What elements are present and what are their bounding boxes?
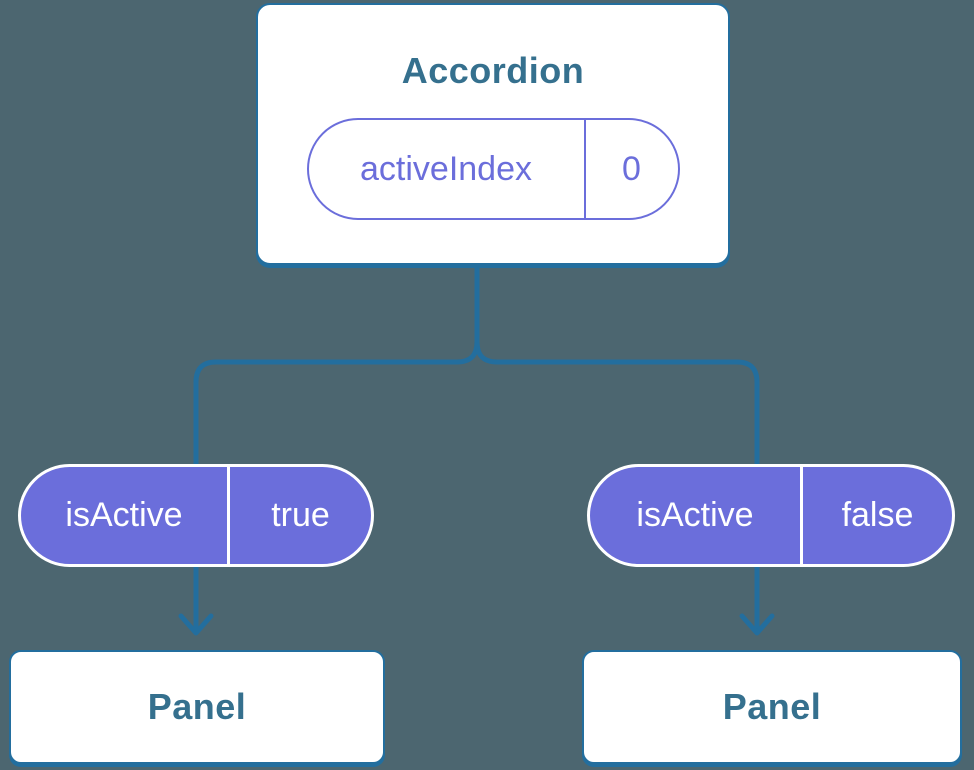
connector-right-branch [474, 263, 760, 633]
accordion-component-card: Accordion activeIndex 0 [256, 3, 730, 265]
prop-name-left: isActive [21, 467, 230, 564]
state-pill: activeIndex 0 [306, 118, 680, 221]
panel-title-left: Panel [147, 686, 247, 728]
prop-name-right: isActive [590, 467, 803, 564]
accordion-title: Accordion [401, 50, 585, 91]
down-arrow-left-icon [178, 613, 214, 636]
connector-left-branch [193, 263, 480, 633]
prop-value-left: true [271, 496, 330, 534]
state-value: 0 [622, 149, 641, 188]
prop-pill-right: isActive false [587, 464, 955, 567]
prop-pill-left: isActive true [18, 464, 374, 567]
panel-card-right: Panel [582, 650, 962, 764]
panel-title-right: Panel [722, 686, 822, 728]
state-name: activeIndex [309, 120, 586, 219]
prop-value-right: false [841, 496, 914, 534]
panel-card-left: Panel [9, 650, 385, 764]
down-arrow-right-icon [739, 613, 775, 636]
